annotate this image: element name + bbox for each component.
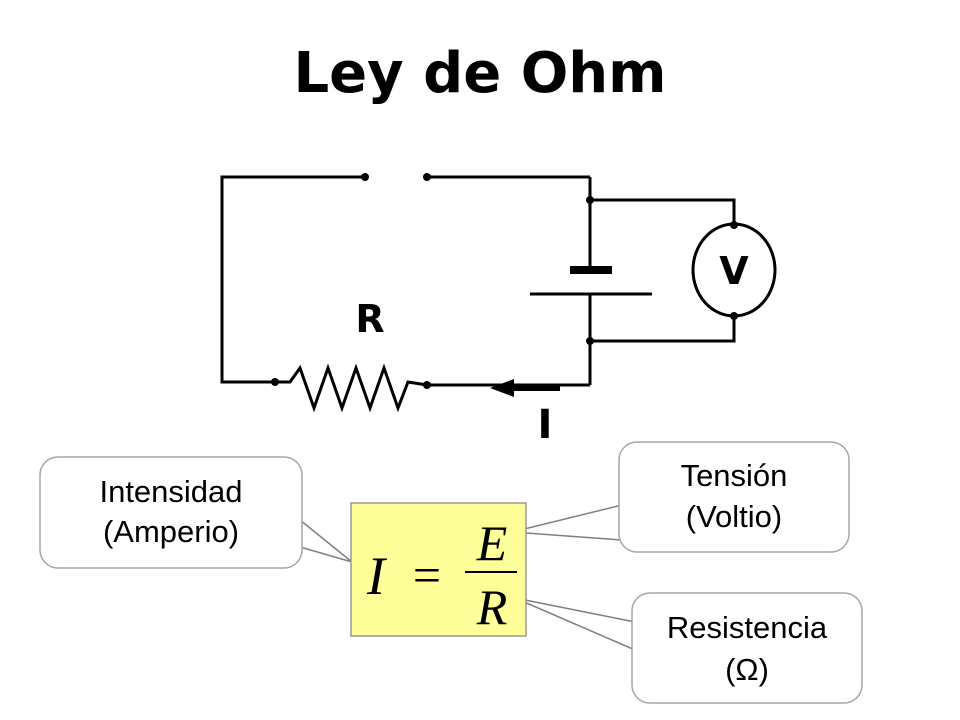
- callout-intensidad: Intensidad (Amperio): [39, 456, 303, 569]
- formula-equals: =: [413, 547, 441, 603]
- callout-tension: Tensión (Voltio): [618, 441, 850, 553]
- current-label: I: [538, 402, 553, 448]
- resistor-zigzag: [275, 363, 428, 413]
- callout-resistencia: Resistencia (Ω): [631, 592, 863, 704]
- formula-lhs: I: [366, 546, 388, 606]
- callout-intensidad-line1: Intensidad: [99, 474, 242, 509]
- current-arrow-head: [490, 379, 514, 397]
- voltmeter-terminal-bottom: [730, 312, 738, 320]
- switch-terminal-right: [423, 173, 431, 181]
- intensidad-pointer-line-2: [299, 546, 353, 563]
- circuit: V R I: [220, 173, 777, 448]
- callout-resistencia-line1: Resistencia: [667, 610, 828, 645]
- callout-intensidad-line2: (Amperio): [103, 514, 239, 549]
- formula-box-background: [350, 502, 527, 637]
- resistencia-pointer-line-2: [514, 597, 636, 651]
- callout-tension-line2: (Voltio): [686, 499, 782, 534]
- voltmeter-label: V: [719, 249, 749, 293]
- resistor-label: R: [355, 297, 384, 341]
- callout-intensidad-box: [39, 456, 303, 569]
- callout-resistencia-line2: (Ω): [725, 652, 769, 687]
- callout-tension-line1: Tensión: [681, 458, 788, 493]
- voltmeter-top-wire: [590, 198, 736, 225]
- voltmeter-terminal-top: [730, 221, 738, 229]
- tension-pointer-line-2: [511, 531, 623, 541]
- resistencia-pointer-line: [514, 597, 636, 623]
- tension-pointer-line: [511, 504, 623, 533]
- formula-numerator: E: [476, 515, 508, 571]
- callout-tension-box: [618, 441, 850, 553]
- left-wire: [220, 175, 365, 384]
- formula-denominator: R: [476, 579, 508, 635]
- page-title: Ley de Ohm: [293, 41, 666, 106]
- callout-resistencia-box: [631, 592, 863, 704]
- voltmeter-bottom-wire: [590, 316, 736, 343]
- switch-terminal-left: [361, 173, 369, 181]
- formula-box: I = E R: [350, 502, 527, 637]
- intensidad-pointer-line: [299, 519, 353, 563]
